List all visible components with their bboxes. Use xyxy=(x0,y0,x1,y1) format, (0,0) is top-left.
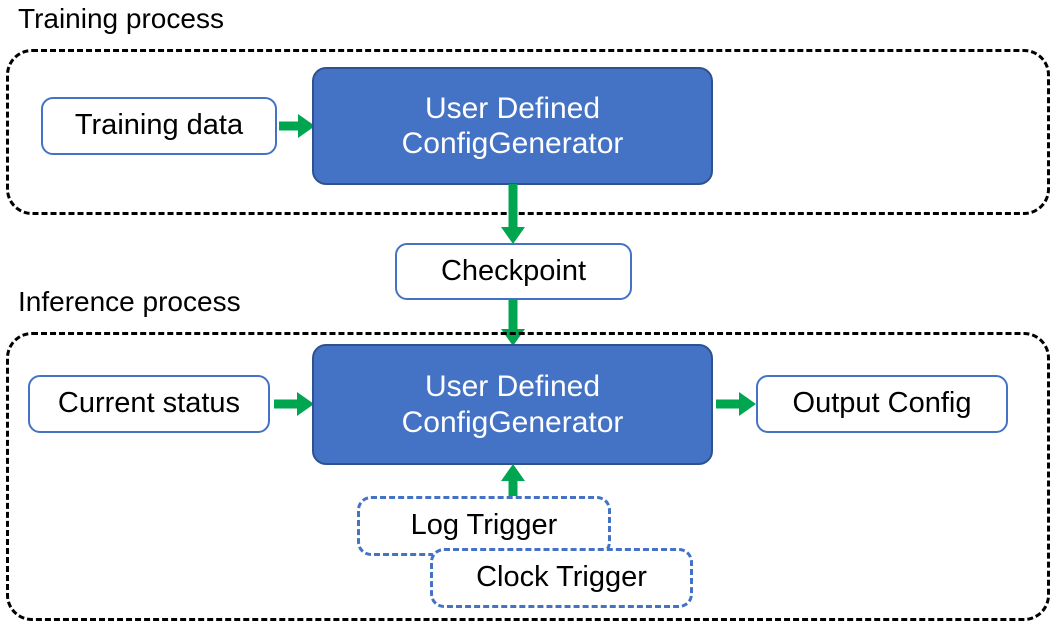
training-process-title: Training process xyxy=(18,3,224,34)
arrow-head xyxy=(739,392,756,416)
inference-process-container xyxy=(6,332,1050,621)
clock-trigger-box[interactable]: Clock Trigger xyxy=(430,548,693,608)
arrow-shaft xyxy=(279,121,301,131)
arrow-shaft xyxy=(274,399,300,409)
arrow-head xyxy=(501,464,525,481)
training-data-label: Training data xyxy=(74,109,244,142)
checkpoint-label: Checkpoint xyxy=(440,254,587,287)
inference-process-title: Inference process xyxy=(18,286,241,317)
inference-generator-line1: User Defined xyxy=(424,370,601,404)
arrow-shaft xyxy=(508,477,518,499)
clock-trigger-label: Clock Trigger xyxy=(476,561,647,594)
arrow-head xyxy=(297,392,314,416)
training-process-container xyxy=(6,49,1050,215)
training-data-box[interactable]: Training data xyxy=(41,97,277,155)
log-trigger-label: Log Trigger xyxy=(410,509,558,542)
current-status-label: Current status xyxy=(57,387,241,420)
arrow-shaft xyxy=(508,184,518,230)
log-trigger-box[interactable]: Log Trigger xyxy=(357,496,611,556)
arrow-triggers-to-generator xyxy=(501,464,525,499)
arrow-generator-to-output-config xyxy=(716,392,756,416)
arrow-head xyxy=(501,227,525,244)
checkpoint-box[interactable]: Checkpoint xyxy=(395,243,632,300)
arrow-head xyxy=(298,114,315,138)
training-generator-line1: User Defined xyxy=(424,91,601,125)
arrow-training-data-to-generator xyxy=(279,114,315,138)
inference-generator-line2: ConfigGenerator xyxy=(401,405,624,439)
arrow-current-status-to-generator xyxy=(274,392,314,416)
arrow-shaft xyxy=(508,299,518,332)
training-config-generator-box[interactable]: User Defined ConfigGenerator xyxy=(312,67,713,185)
arrow-generator-to-checkpoint xyxy=(501,184,525,244)
arrow-shaft xyxy=(716,399,742,409)
output-config-label: Output Config xyxy=(792,387,972,420)
output-config-box[interactable]: Output Config xyxy=(756,375,1008,433)
training-generator-line2: ConfigGenerator xyxy=(401,127,624,160)
inference-config-generator-box[interactable]: User Defined ConfigGenerator xyxy=(312,344,713,465)
current-status-box[interactable]: Current status xyxy=(28,375,270,433)
